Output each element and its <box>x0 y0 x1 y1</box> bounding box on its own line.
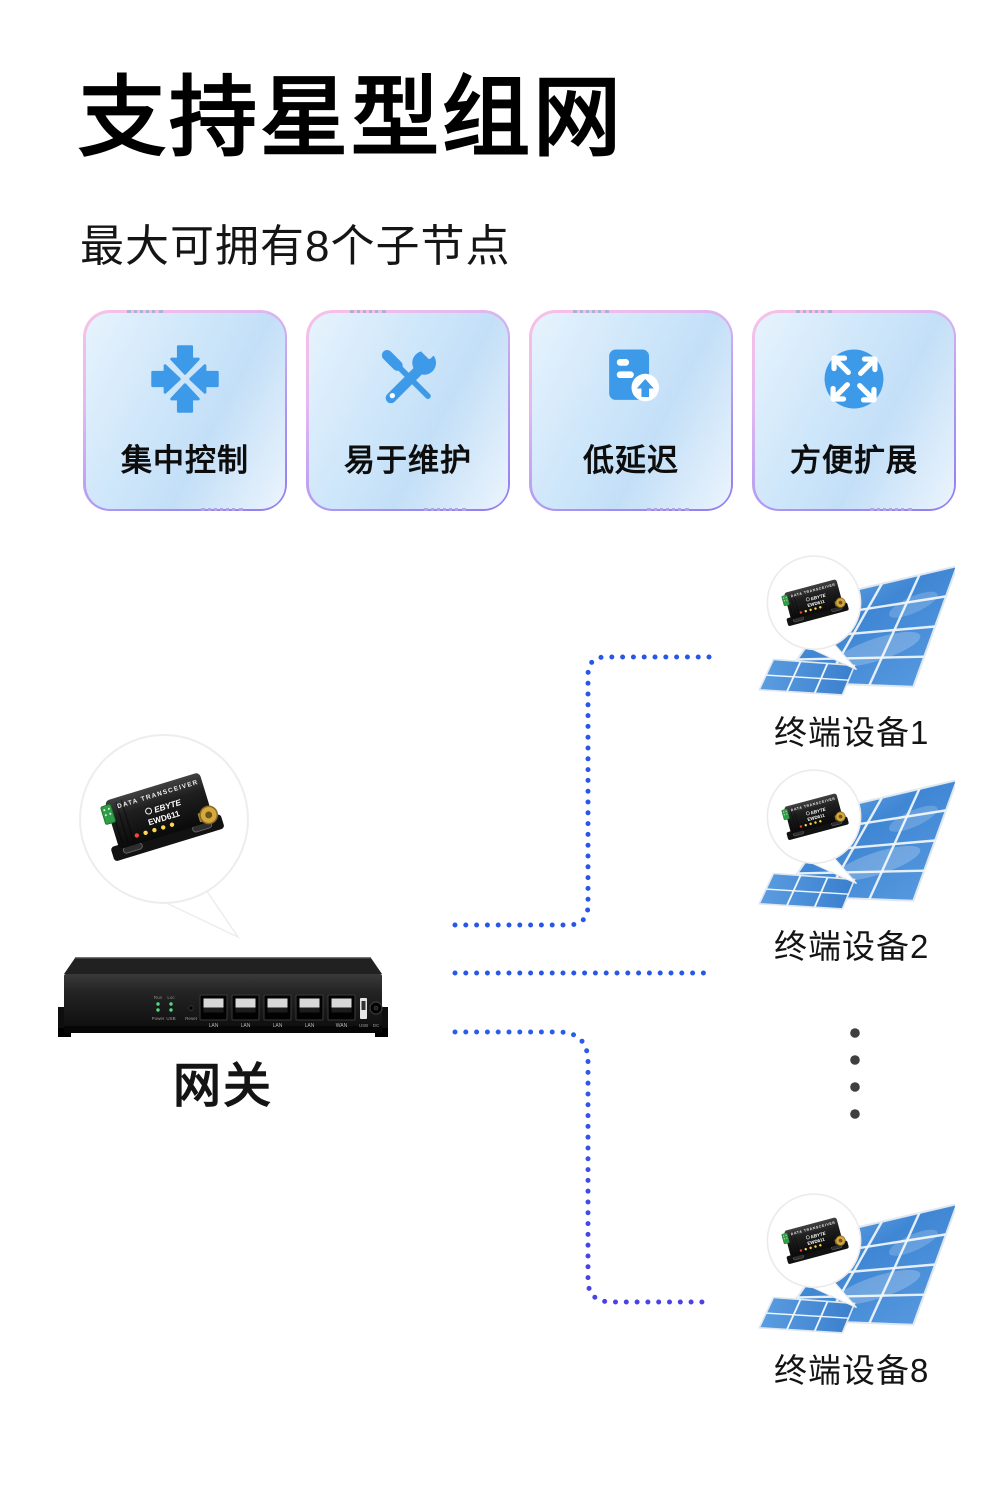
feature-label: 低延迟 <box>583 443 679 478</box>
gateway-label: 网关 <box>172 1060 273 1113</box>
terminal-label: 终端设备1 <box>774 714 930 751</box>
feature-card-low-latency: 低延迟 <box>529 310 733 511</box>
svg-text:Power: Power <box>152 1016 165 1021</box>
solar-panel-with-transceiver <box>750 552 955 704</box>
page-title: 支持星型组网 <box>78 68 625 167</box>
tools-icon <box>381 343 438 404</box>
ellipsis-dots <box>850 1028 860 1119</box>
dc-jack: DC <box>369 1001 383 1028</box>
usb-port: USB <box>359 998 368 1028</box>
terminal-device-8: 终端设备8 <box>750 1190 955 1392</box>
terminal-device-1: 终端设备1 <box>750 552 955 754</box>
ethernet-ports: LAN LAN LAN LAN WAN <box>199 994 356 1029</box>
page-subtitle: 最大可拥有8个子节点 <box>80 222 511 271</box>
terminal-label: 终端设备2 <box>774 928 930 965</box>
svg-text:Loc: Loc <box>167 995 175 1000</box>
feature-label: 方便扩展 <box>790 443 918 478</box>
svg-text:LAN: LAN <box>241 1023 251 1029</box>
gateway-router: Run Loc Power USB Reset LAN LAN LAN <box>58 957 388 1037</box>
svg-text:USB: USB <box>166 1016 175 1021</box>
dotted-line-terminal1 <box>452 654 715 928</box>
svg-text:LAN: LAN <box>305 1023 315 1029</box>
svg-text:Run: Run <box>154 995 163 1000</box>
svg-text:WAN: WAN <box>336 1023 348 1029</box>
feature-card-centralized-control: 集中控制 <box>83 310 287 511</box>
converge-arrows-icon <box>151 345 219 413</box>
svg-text:DC: DC <box>373 1023 380 1028</box>
svg-text:USB: USB <box>359 1023 368 1028</box>
solar-panel-with-transceiver <box>750 1190 955 1342</box>
status-leds: Run Loc Power USB <box>152 995 176 1021</box>
gateway-bubble <box>79 734 249 939</box>
reset-button: Reset <box>185 1005 198 1021</box>
terminal-label: 终端设备8 <box>774 1352 930 1389</box>
svg-text:LAN: LAN <box>273 1023 283 1029</box>
feature-card-easy-maintenance: 易于维护 <box>306 310 510 511</box>
svg-text:Reset: Reset <box>185 1016 198 1021</box>
terminal-device-2: 终端设备2 <box>750 766 955 968</box>
svg-text:LAN: LAN <box>209 1023 219 1029</box>
server-upload-icon <box>609 349 660 402</box>
feature-label: 易于维护 <box>344 443 472 478</box>
expand-arrows-icon <box>824 349 884 409</box>
feature-card-easy-expansion: 方便扩展 <box>752 310 956 511</box>
dotted-line-terminal8 <box>452 1029 715 1305</box>
connection-lines <box>452 654 860 1305</box>
solar-panel-with-transceiver <box>750 766 955 918</box>
feature-card-row: 集中控制 易于维护 <box>83 310 956 511</box>
feature-label: 集中控制 <box>121 443 249 478</box>
